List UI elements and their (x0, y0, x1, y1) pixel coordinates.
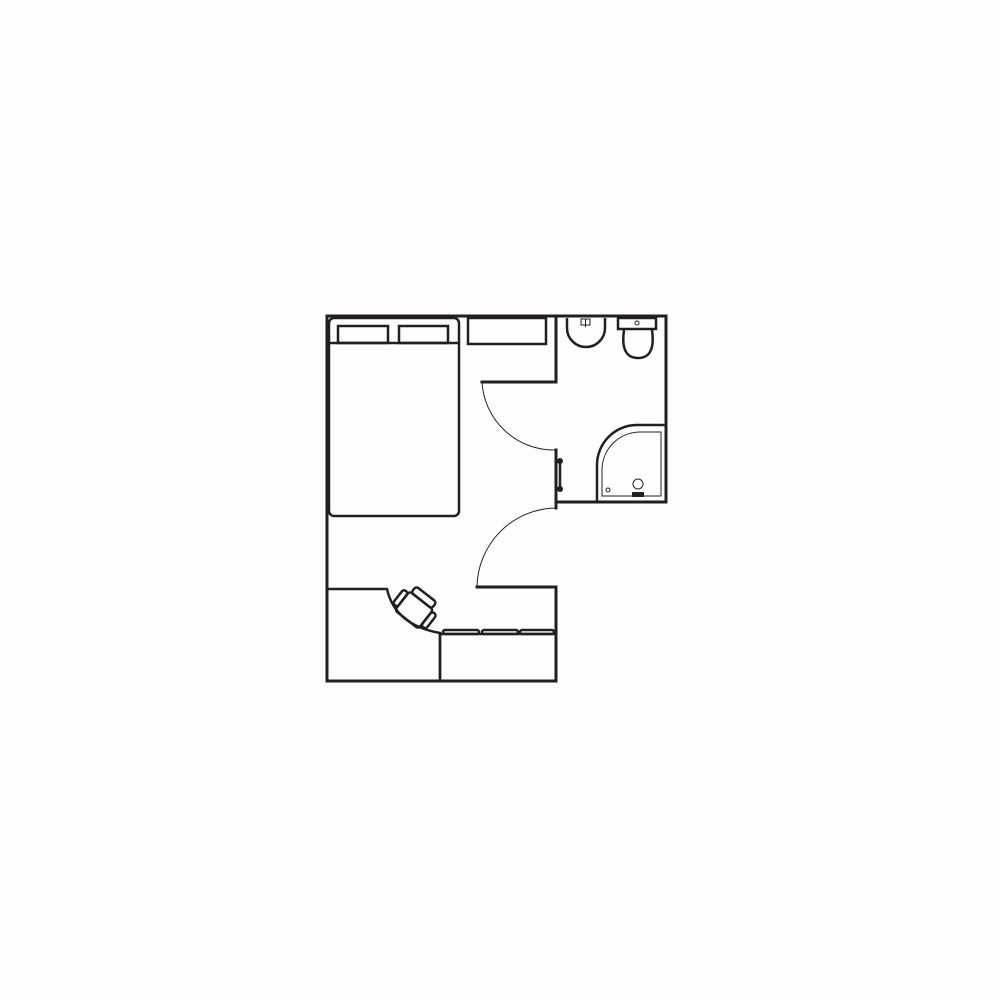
bathroom-door-swing (481, 381, 557, 451)
flush-button (634, 320, 640, 326)
shower-drain (605, 487, 611, 493)
toilet (616, 316, 658, 360)
entry-door-swing (476, 507, 557, 588)
sink-basin (565, 318, 607, 349)
chair-arm-right (420, 611, 437, 630)
pillow-right (397, 324, 450, 345)
toilet-tank (616, 316, 658, 331)
shower-valve (632, 492, 644, 497)
walls (325, 314, 668, 683)
towel-rail (557, 458, 563, 492)
cushion-1 (441, 628, 481, 636)
shower-head (632, 478, 644, 490)
cushion-2 (480, 628, 520, 636)
chair-back (411, 586, 437, 609)
corner-shower (595, 423, 666, 502)
shower-enclosure (595, 423, 666, 502)
sink (565, 318, 607, 349)
bed (327, 316, 461, 518)
desk-chair (392, 586, 437, 630)
window-seat (438, 628, 558, 683)
double-bed (327, 316, 461, 518)
shower-tray (601, 431, 662, 497)
doors (476, 381, 557, 588)
rail-mount-top (557, 458, 563, 464)
chair-arm-left (392, 589, 409, 608)
dresser (466, 316, 548, 346)
outer-walls (325, 314, 668, 683)
pillow-left (336, 324, 390, 345)
desk-area (327, 586, 442, 681)
toilet-bowl (622, 329, 654, 360)
bench (438, 632, 558, 683)
rail-mount-bottom (557, 486, 563, 492)
cushion-3 (518, 628, 556, 636)
